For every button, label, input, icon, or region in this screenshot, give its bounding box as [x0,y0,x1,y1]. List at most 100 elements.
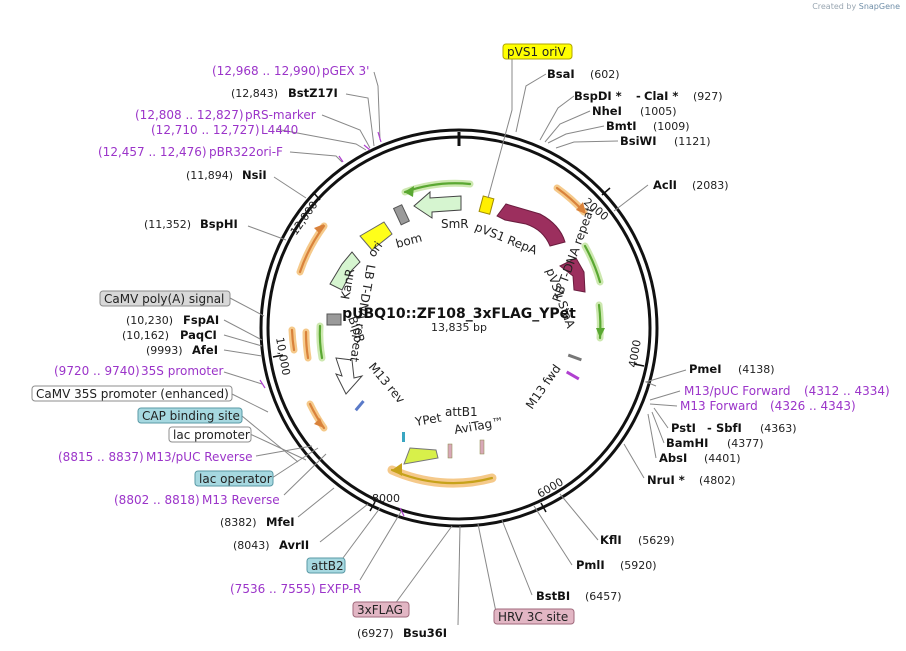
enzyme-paqci-pos: (10,162) [122,329,169,342]
primer-exfp-r[interactable]: EXFP-R [319,582,361,596]
feature-box-cap-bg [137,407,243,424]
pvs1-repa-arrow [496,203,566,247]
leader-prs [321,114,371,149]
primer-m13puc-rev[interactable]: M13/pUC Reverse [146,450,253,464]
enzyme-acli-pos: (2083) [692,179,729,192]
enzyme-psti[interactable]: PstI [671,421,696,435]
feature-box-lac-prom[interactable]: lac promoter [168,426,252,443]
enzyme-bsiwi[interactable]: BsiWI [620,134,657,148]
enzyme-paqci[interactable]: PaqCI [180,328,217,342]
primer-pgex[interactable]: pGEX 3' [322,64,369,78]
primer-35s-range: (9720 .. 9740) [54,364,140,378]
primer-m13-rev[interactable]: M13 Reverse [202,493,280,507]
tick-12000 [312,191,321,201]
feature-box-hrv3c[interactable]: HRV 3C site [493,608,575,625]
pvs1-oriv-block [478,195,495,215]
enzyme-acli[interactable]: AclI [653,178,677,192]
leader-m13-rev [283,453,327,496]
credit-brand: SnapGene [858,2,900,11]
enzyme-bstbi[interactable]: BstBI [536,589,570,603]
enzyme-bsiwi-pos: (1121) [674,135,711,148]
enzyme-bspdi[interactable]: BspDI * [574,89,622,103]
enzyme-sbfi[interactable]: SbfI [716,421,742,435]
enzyme-bsu36i[interactable]: Bsu36I [403,626,447,640]
arrow-left-top [298,224,326,274]
feature-box-pvs1-oriv-bg [502,43,573,60]
enzyme-nsii[interactable]: NsiI [242,168,267,182]
enzyme-avrii[interactable]: AvrII [279,538,309,552]
leader-camv-polya [229,297,265,317]
feature-box-lac-op-label: lac operator [199,472,272,486]
leader-lines [223,58,687,626]
primer-l4440[interactable]: L4440 [261,123,298,137]
primer-35s[interactable]: 35S promoter [141,364,223,378]
enzyme-pmei[interactable]: PmeI [689,362,722,376]
enzyme-mfei[interactable]: MfeI [266,515,295,529]
primer-prs[interactable]: pRS-marker [245,108,316,122]
arrow-left-mid2 [304,330,310,360]
feature-box-cap[interactable]: CAP binding site [137,407,243,424]
leader-nhei [544,110,591,143]
leader-absi [647,413,657,459]
enzyme-absi[interactable]: AbsI [659,451,687,465]
leader-psti [653,407,669,429]
tick-10000 [272,354,284,358]
enzyme-fspai[interactable]: FspAI [183,313,219,327]
feature-box-camv-35s[interactable]: CaMV 35S promoter (enhanced) [31,385,233,402]
pvs1-staa-arrow [559,257,586,293]
leader-fspai [223,319,263,341]
inner-label-bom: bom [394,230,423,250]
enzyme-bmti[interactable]: BmtI [606,119,637,133]
feature-box-3xflag[interactable]: 3xFLAG [352,601,410,618]
leader-bsu36i [457,525,461,626]
enzyme-clai[interactable]: ClaI * [644,89,678,103]
arrowheads [314,186,605,476]
enzyme-nhei-pos: (1005) [640,105,677,118]
primer-m13puc-fwd[interactable]: M13/pUC Forward [684,384,791,398]
bipr-arrow [335,357,364,395]
enzyme-afei[interactable]: AfeI [192,343,218,357]
arrowhead-left-low [314,418,324,428]
enzyme-bstbi-pos: (6457) [585,590,622,603]
leader-bstbi [501,519,533,596]
feature-boxes: pVS1 oriV CaMV poly(A) signal CaMV 35S p… [31,43,575,625]
primer-m13-fwd[interactable]: M13 Forward [680,399,758,413]
arrowhead-top-right [576,202,586,214]
leader-lac-prom [249,433,307,461]
feature-box-lac-op-bg [194,470,274,487]
primer-l4440-range: (12,710 .. 12,727) [151,123,260,137]
primer-pbr322[interactable]: pBR322ori-F [209,145,283,159]
leader-bspdi [539,95,575,141]
feature-box-pvs1-oriv[interactable]: pVS1 oriV [502,43,573,60]
inner-label-m13-rev: M13 rev [366,360,408,406]
enzyme-bsphi[interactable]: BspHI [200,217,238,231]
feature-box-camv-polya-label: CaMV poly(A) signal [104,292,224,306]
enzyme-pmli[interactable]: PmlI [576,558,605,572]
tick-8000 [369,501,376,512]
primer-pgex-range: (12,968 .. 12,990) [212,64,321,78]
arrow-right [583,244,602,284]
enzyme-kfli[interactable]: KflI [600,533,622,547]
feature-box-3xflag-bg [352,601,410,618]
feature-box-attb2-bg [306,557,346,574]
enzyme-bsai[interactable]: BsaI [547,67,575,81]
enzyme-bstz17i[interactable]: BstZ17I [288,86,338,100]
tick-label-4000: 4000 [626,339,644,369]
leader-attb2 [339,507,381,563]
credit-prefix: Created by [812,2,857,11]
primer-exfp-r-range: (7536 .. 7555) [230,582,316,596]
feature-box-attb2[interactable]: attB2 [306,557,346,574]
enzyme-bamhi[interactable]: BamHI [666,436,708,450]
feature-box-lac-op[interactable]: lac operator [194,470,274,487]
primer-mark-pbr322 [338,155,344,163]
leader-cap [241,415,299,463]
leader-pmli [533,505,573,566]
enzyme-nhei[interactable]: NheI [592,104,622,118]
rb-tdna-block [567,353,582,362]
enzyme-kfli-pos: (5629) [638,534,675,547]
enzyme-nrui[interactable]: NruI * [647,473,685,487]
leader-m13puc-fwd [649,390,681,401]
feature-box-camv-35s-label: CaMV 35S promoter (enhanced) [36,387,229,401]
m13-rev-block [354,400,365,412]
feature-box-camv-polya[interactable]: CaMV poly(A) signal [99,290,231,307]
